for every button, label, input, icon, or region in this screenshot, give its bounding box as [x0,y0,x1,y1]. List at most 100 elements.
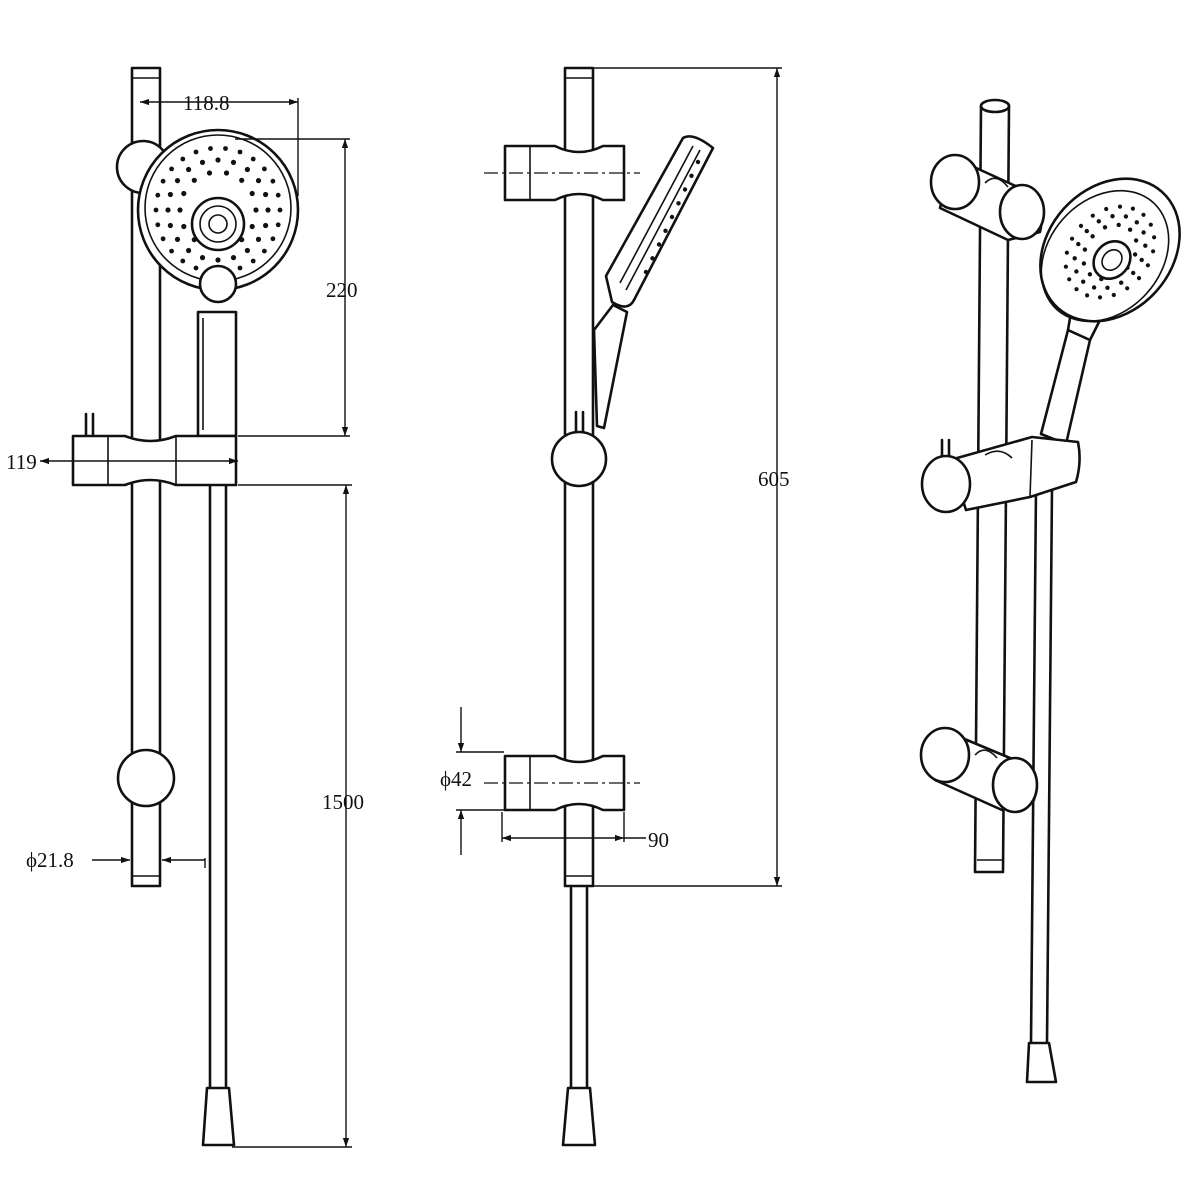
spray-nozzle [1116,222,1121,228]
perspective-view [919,98,1181,1084]
side-hose [561,886,597,1147]
spray-nozzle [199,159,206,165]
spray-nozzle [160,236,166,242]
iso-hose [1025,486,1058,1084]
spray-nozzle [650,256,655,261]
spray-nozzle [193,265,199,271]
spray-nozzle [669,214,675,220]
spray-nozzle [1074,269,1079,274]
spray-nozzle [253,207,259,213]
spray-nozzle [1091,285,1097,290]
spray-nozzle [1117,204,1123,209]
spray-nozzle [1096,219,1102,224]
spray-nozzle [174,178,181,184]
front-view [71,66,300,1147]
spray-nozzle [250,258,256,264]
spray-nozzle [265,207,271,213]
spray-nozzle [1148,222,1153,227]
spray-nozzle [1127,227,1133,232]
spray-nozzle [1125,286,1130,291]
dim-slider-width-label: 119 [6,450,37,474]
spray-nozzle [689,173,694,178]
spray-nozzle [263,191,269,198]
side-lower-bracket [484,754,640,812]
spray-nozzle [165,207,171,213]
spray-nozzle [230,255,237,261]
spray-nozzle [230,159,237,165]
spray-nozzle [155,222,161,228]
spray-nozzle [177,207,183,213]
spray-nozzle [208,146,213,151]
spray-nozzle [682,187,688,192]
spray-nozzle [181,190,187,197]
spray-nozzle [249,223,255,230]
dim-head-width-label: 118.8 [183,91,229,115]
spray-nozzle [255,178,262,184]
front-shower-head [136,128,300,304]
dim-bracket-depth-label: 90 [648,828,669,852]
spray-nozzle [643,269,649,275]
spray-nozzle [270,178,276,184]
spray-nozzle [169,166,175,172]
iso-handle [1039,310,1102,446]
spray-nozzle [174,236,181,242]
spray-nozzle [1063,264,1068,269]
iso-shower-head [1039,177,1181,323]
spray-nozzle [167,191,173,198]
spray-nozzle [1104,206,1109,212]
spray-nozzle [1087,272,1093,277]
side-view [484,66,715,1147]
spray-nozzle [215,257,221,263]
spray-nozzle [1130,206,1135,211]
spray-nozzle [1081,279,1086,284]
spray-nozzle [186,247,192,254]
spray-nozzle [250,156,256,162]
spray-nozzle [237,149,243,155]
spray-nozzle [186,166,192,173]
spray-nozzle [1070,236,1075,241]
spray-nozzle [237,265,243,271]
spray-nozzle [1072,256,1077,261]
spray-nozzle [199,255,206,261]
spray-nozzle [180,156,186,162]
spray-nozzle [270,236,276,242]
side-slider-knob [550,410,608,488]
spray-nozzle [249,190,255,197]
side-top-bracket [484,144,640,202]
spray-nozzle [181,223,187,230]
spray-nozzle [695,159,701,165]
spray-nozzle [1085,293,1090,298]
spray-nozzle [1151,249,1156,254]
spray-nozzle [1141,212,1146,217]
spray-nozzle [1076,241,1081,247]
dim-hose-length-label: 1500 [322,790,364,814]
spray-nozzle [656,242,662,247]
spray-nozzle [263,222,269,229]
spray-nozzle [663,228,668,233]
spray-nozzle [1081,261,1087,266]
spray-nozzle [1119,280,1124,285]
spray-nozzle [1090,213,1095,218]
spray-nozzle [1074,287,1079,292]
spray-nozzle [1078,223,1084,228]
spray-nozzle [676,201,681,206]
spray-nozzle [223,170,230,176]
front-hose [201,483,236,1147]
front-handle [196,310,238,438]
spray-nozzle [1110,214,1115,219]
spray-nozzle [1123,214,1129,219]
spray-nozzle [1132,252,1138,257]
iso-lower-bracket [919,726,1039,814]
spray-nozzle [180,258,186,264]
side-hand-shower [592,135,715,430]
spray-nozzle [1102,225,1108,230]
spray-nozzle [1090,234,1095,239]
spray-nozzle [206,170,213,176]
spray-nozzle [155,192,161,198]
spray-nozzle [1082,247,1088,252]
spray-nozzle [1134,220,1140,225]
spray-nozzle [153,207,159,213]
spray-nozzle [255,236,262,242]
dimension-lines [40,67,782,1148]
